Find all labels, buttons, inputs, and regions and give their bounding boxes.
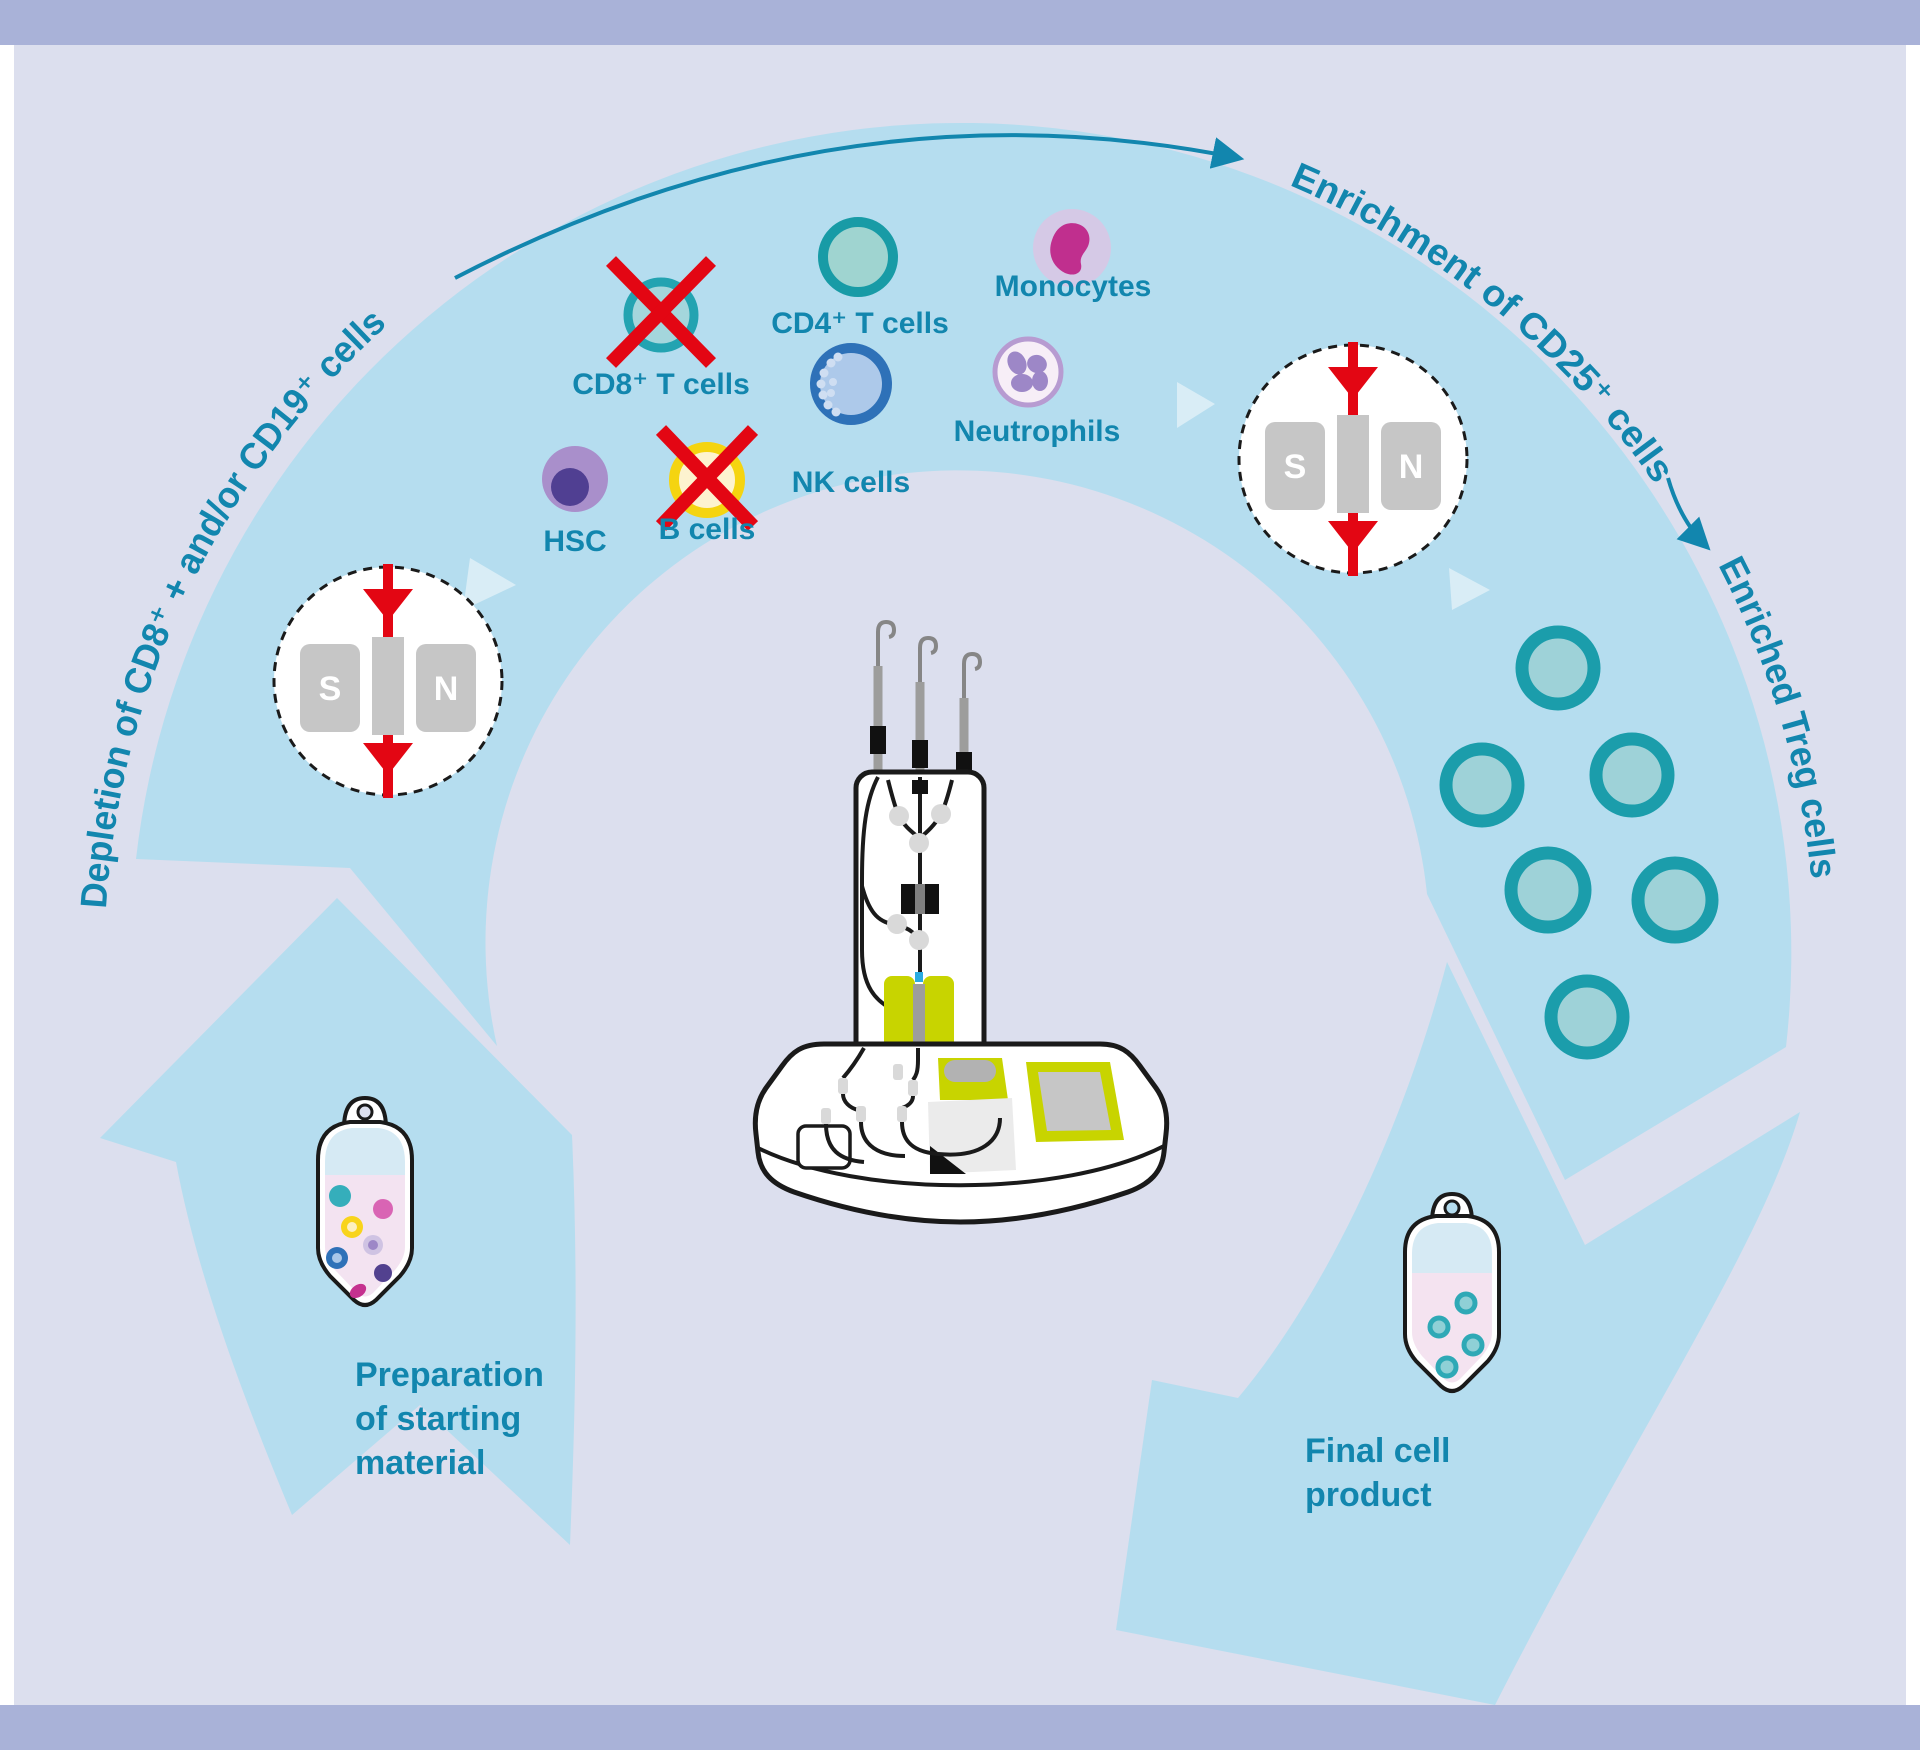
field-arrowhead (1328, 521, 1378, 553)
base-tubing (821, 1047, 1002, 1164)
hanger-hole (1443, 1199, 1461, 1217)
nk-label: NK cells (792, 466, 910, 499)
starting-material-bag-icon (316, 1095, 414, 1307)
neutrophil-nucleus (1007, 351, 1048, 392)
cd4-label: CD4⁺ T cells (771, 307, 949, 340)
flow-direction-chevron-icon (463, 558, 516, 610)
treg-cell-icon (1589, 732, 1675, 818)
preparation-label: Preparation of starting material (355, 1356, 544, 1482)
tubing-connectors (821, 1064, 918, 1124)
monocyte-icon (1033, 209, 1111, 287)
column-bar (372, 637, 404, 735)
hsc-label: HSC (543, 525, 606, 558)
b-cell-icon (655, 425, 759, 531)
display-screen (1026, 1062, 1124, 1142)
enriched-treg-cluster (1439, 625, 1719, 1060)
monocytes-label: Monocytes (995, 270, 1152, 303)
hanger-hole (356, 1103, 374, 1121)
north-pole-letter: N (434, 670, 459, 708)
flow-direction-chevron-icon (1449, 568, 1490, 610)
field-arrowhead (1328, 367, 1378, 399)
magnet-south-pole (1265, 422, 1325, 510)
tubing-spikes (873, 666, 969, 774)
process-direction-arrow-icon (454, 133, 1245, 280)
treg-cell-icon (1515, 625, 1601, 711)
neutrophil-icon (992, 336, 1064, 408)
north-pole-letter: N (1399, 448, 1424, 486)
svg-text:of starting: of starting (355, 1400, 521, 1438)
red-cross-depletion-icon (655, 425, 759, 531)
red-cross-depletion-icon (606, 256, 716, 368)
magnet-south-pole (300, 644, 360, 732)
cd8-label: CD8⁺ T cells (572, 368, 750, 401)
treg-cells-in-bag (1427, 1291, 1485, 1379)
field-arrowhead (363, 743, 413, 775)
separation-column-slot (884, 972, 954, 1080)
south-pole-letter: S (319, 670, 342, 708)
field-arrowhead (363, 589, 413, 621)
neutrophils-label: Neutrophils (954, 415, 1121, 448)
treg-cell-icon (1544, 974, 1630, 1060)
svg-text:Preparation: Preparation (355, 1356, 544, 1394)
svg-text:product: product (1305, 1476, 1432, 1514)
bottom-frame-bar (0, 1705, 1920, 1750)
cell-separator-instrument-icon (752, 619, 1170, 1225)
cd4-t-cell-icon (818, 217, 898, 297)
flow-direction-chevron-icon (1177, 382, 1215, 428)
column-bar (1337, 415, 1369, 513)
svg-text:Final cell: Final cell (1305, 1432, 1451, 1470)
process-direction-arrow-icon (1666, 477, 1711, 551)
treg-cell-icon (1504, 846, 1592, 934)
cd8-t-cell-icon (606, 256, 716, 368)
magnet-north-pole (1381, 422, 1441, 510)
cell-population-icons: CD8⁺ T cells CD4⁺ T cells Monocytes NK c… (542, 209, 1151, 558)
treg-cell-icon (1631, 856, 1719, 944)
magnet-separation-column-icon: S N (272, 564, 504, 798)
hsc-cell-icon (542, 446, 608, 512)
south-pole-letter: S (1284, 448, 1307, 486)
svg-text:material: material (355, 1444, 485, 1482)
top-frame-bar (0, 0, 1920, 45)
final-product-label: Final cell product (1305, 1432, 1451, 1514)
final-product-bag-icon (1403, 1191, 1501, 1393)
hanger-hook-icon (876, 619, 983, 700)
nk-granule-dots (816, 352, 843, 417)
magnet-separation-column-icon: S N (1237, 342, 1469, 576)
nk-cell-icon (810, 343, 892, 425)
treg-cell-icon (1439, 742, 1525, 828)
magnet-north-pole (416, 644, 476, 732)
b-cells-label: B cells (659, 513, 756, 546)
